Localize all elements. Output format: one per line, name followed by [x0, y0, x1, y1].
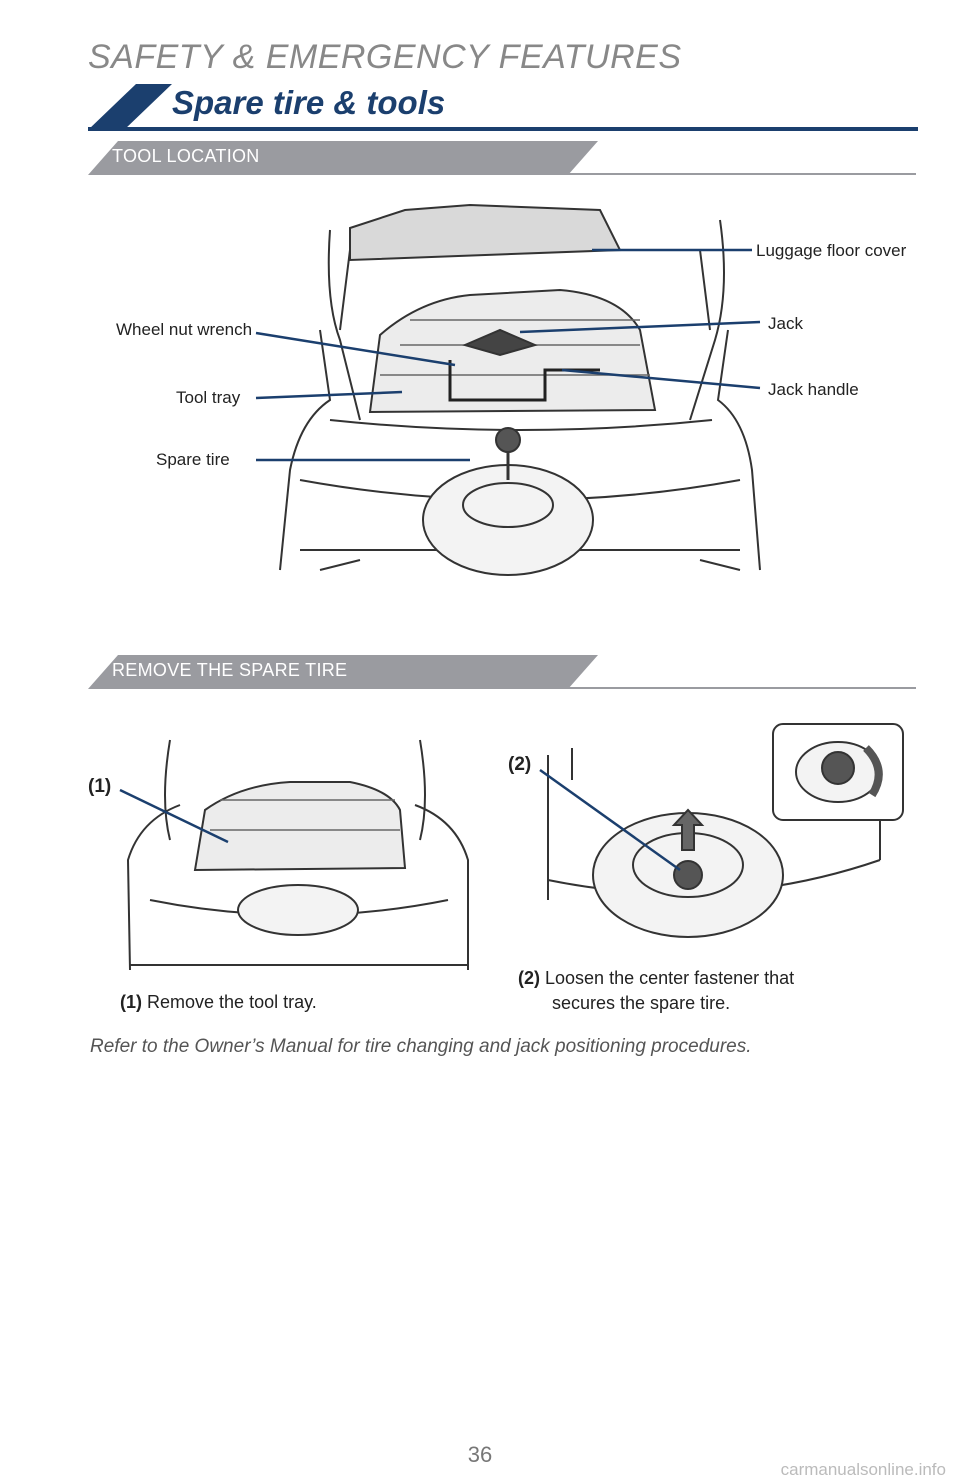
section-kicker: SAFETY & EMERGENCY FEATURES	[88, 38, 682, 76]
remove-spare-heading: REMOVE THE SPARE TIRE	[112, 660, 348, 680]
trunk-illustration-main	[279, 203, 761, 576]
step2-caption-label: (2)	[518, 968, 540, 988]
step1-marker: (1)	[88, 776, 112, 797]
remove-fastener-illustration	[547, 748, 881, 938]
title-band-blue-tab	[88, 84, 172, 130]
owners-manual-note: Refer to the Owner’s Manual for tire cha…	[90, 1036, 752, 1057]
tool-location-heading: TOOL LOCATION	[112, 146, 260, 166]
callout-jack-handle: Jack handle	[768, 380, 859, 399]
step2-caption-line1: Loosen the center fastener that	[545, 968, 795, 988]
page-number: 36	[467, 1442, 493, 1467]
step2-caption-line2: secures the spare tire.	[552, 993, 731, 1013]
page-title: Spare tire & tools	[172, 84, 446, 121]
callout-wheel-nut-wrench: Wheel nut wrench	[116, 320, 253, 339]
remove-heading-bg	[88, 655, 598, 689]
tool-location-heading-bg	[88, 141, 598, 175]
callout-tool-tray: Tool tray	[176, 388, 241, 407]
step2-marker: (2)	[508, 754, 532, 775]
step1-caption-text: Remove the tool tray.	[147, 992, 317, 1012]
step2-caption: (2) Loosen the center fastener that	[518, 968, 794, 989]
remove-tray-illustration	[126, 739, 469, 971]
watermark: carmanualsonline.info	[780, 1460, 946, 1479]
step1-caption-label: (1)	[120, 992, 142, 1012]
step1-caption: (1) Remove the tool tray.	[120, 992, 317, 1013]
callout-luggage-floor-cover: Luggage floor cover	[756, 241, 907, 260]
callout-leaders	[255, 248, 761, 462]
remove-step2-leader	[539, 768, 681, 872]
remove-step1-leader	[119, 788, 229, 844]
callout-spare-tire: Spare tire	[156, 450, 230, 469]
fastener-inset	[772, 723, 904, 821]
callout-jack: Jack	[768, 314, 803, 333]
